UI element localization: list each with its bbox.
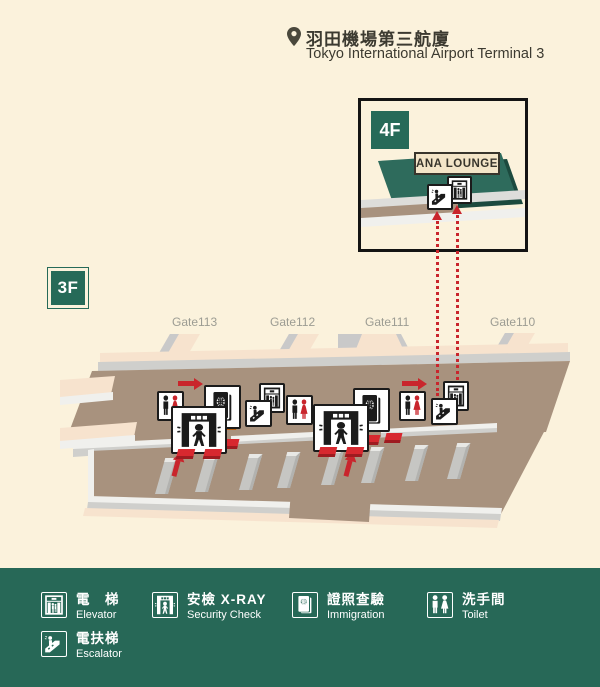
security-lane-block	[175, 449, 196, 459]
escalator-icon	[245, 400, 272, 427]
legend-label-zh: 安檢 X-RAY	[187, 592, 267, 607]
security-lane-block	[344, 447, 365, 457]
legend-item-immigration: 證照查驗 Immigration	[292, 592, 385, 623]
floor-3f-label: 3F	[51, 271, 85, 305]
legend-label-zh: 洗手間	[462, 592, 506, 607]
legend-label-zh: 電扶梯	[76, 631, 120, 646]
gate-112-label: Gate112	[270, 315, 316, 329]
ana-lounge-label: ANA LOUNGE	[414, 152, 500, 175]
page-subtitle: Tokyo International Airport Terminal 3	[306, 46, 545, 62]
legend-item-toilet: 洗手間 Toilet	[427, 592, 506, 623]
legend-label-en: Security Check	[187, 609, 261, 622]
route-dotted-line	[455, 215, 459, 380]
elevator-icon	[41, 592, 67, 618]
page-title: 羽田機場第三航廈	[306, 30, 450, 49]
gate-113-label: Gate113	[172, 315, 218, 329]
legend-item-escalator: 電扶梯 Escalator	[41, 631, 122, 662]
terminal-3f-map	[55, 318, 579, 533]
toilet-icon	[286, 395, 313, 425]
escalator-icon	[427, 184, 453, 210]
route-dotted-line	[435, 221, 439, 396]
inset-4f-map: 4F ANA LOUNGE	[358, 98, 528, 252]
escalator-icon	[41, 631, 67, 657]
immigration-icon	[292, 592, 318, 618]
escalator-icon	[431, 398, 458, 425]
legend-label-zh: 電 梯	[76, 592, 120, 607]
gate-110-label: Gate110	[490, 315, 536, 329]
hall-entrance-gap	[289, 490, 371, 522]
legend-item-security: 安檢 X-RAY Security Check	[152, 592, 267, 623]
security-check-icon	[171, 406, 227, 459]
security-lane-block	[317, 447, 338, 457]
flow-arrow-right	[402, 377, 427, 390]
location-pin-icon	[287, 27, 301, 46]
legend-label-en: Immigration	[327, 609, 385, 622]
security-lane-block	[202, 449, 223, 459]
legend-label-zh: 證照查驗	[327, 592, 385, 607]
legend-label-en: Escalator	[76, 648, 122, 661]
legend-item-elevator: 電 梯 Elevator	[41, 592, 120, 623]
gate-111-label: Gate111	[365, 315, 410, 329]
hall-left-wall	[88, 449, 94, 505]
route-arrowhead-up	[432, 211, 442, 220]
flow-arrow-right	[178, 377, 203, 390]
route-arrowhead-up	[452, 205, 462, 214]
security-check-icon	[313, 404, 369, 457]
security-check-icon	[152, 592, 178, 618]
security-lane-block	[384, 433, 403, 443]
toilet-icon	[427, 592, 453, 618]
legend-label-en: Elevator	[76, 609, 117, 622]
floor-3f-badge: 3F	[47, 267, 89, 309]
legend-bar: 電 梯 Elevator 安檢 X-RAY Security Check 證照查…	[0, 568, 600, 687]
toilet-icon	[399, 391, 426, 421]
floor-4f-label: 4F	[371, 111, 409, 149]
legend-label-en: Toilet	[462, 609, 488, 622]
